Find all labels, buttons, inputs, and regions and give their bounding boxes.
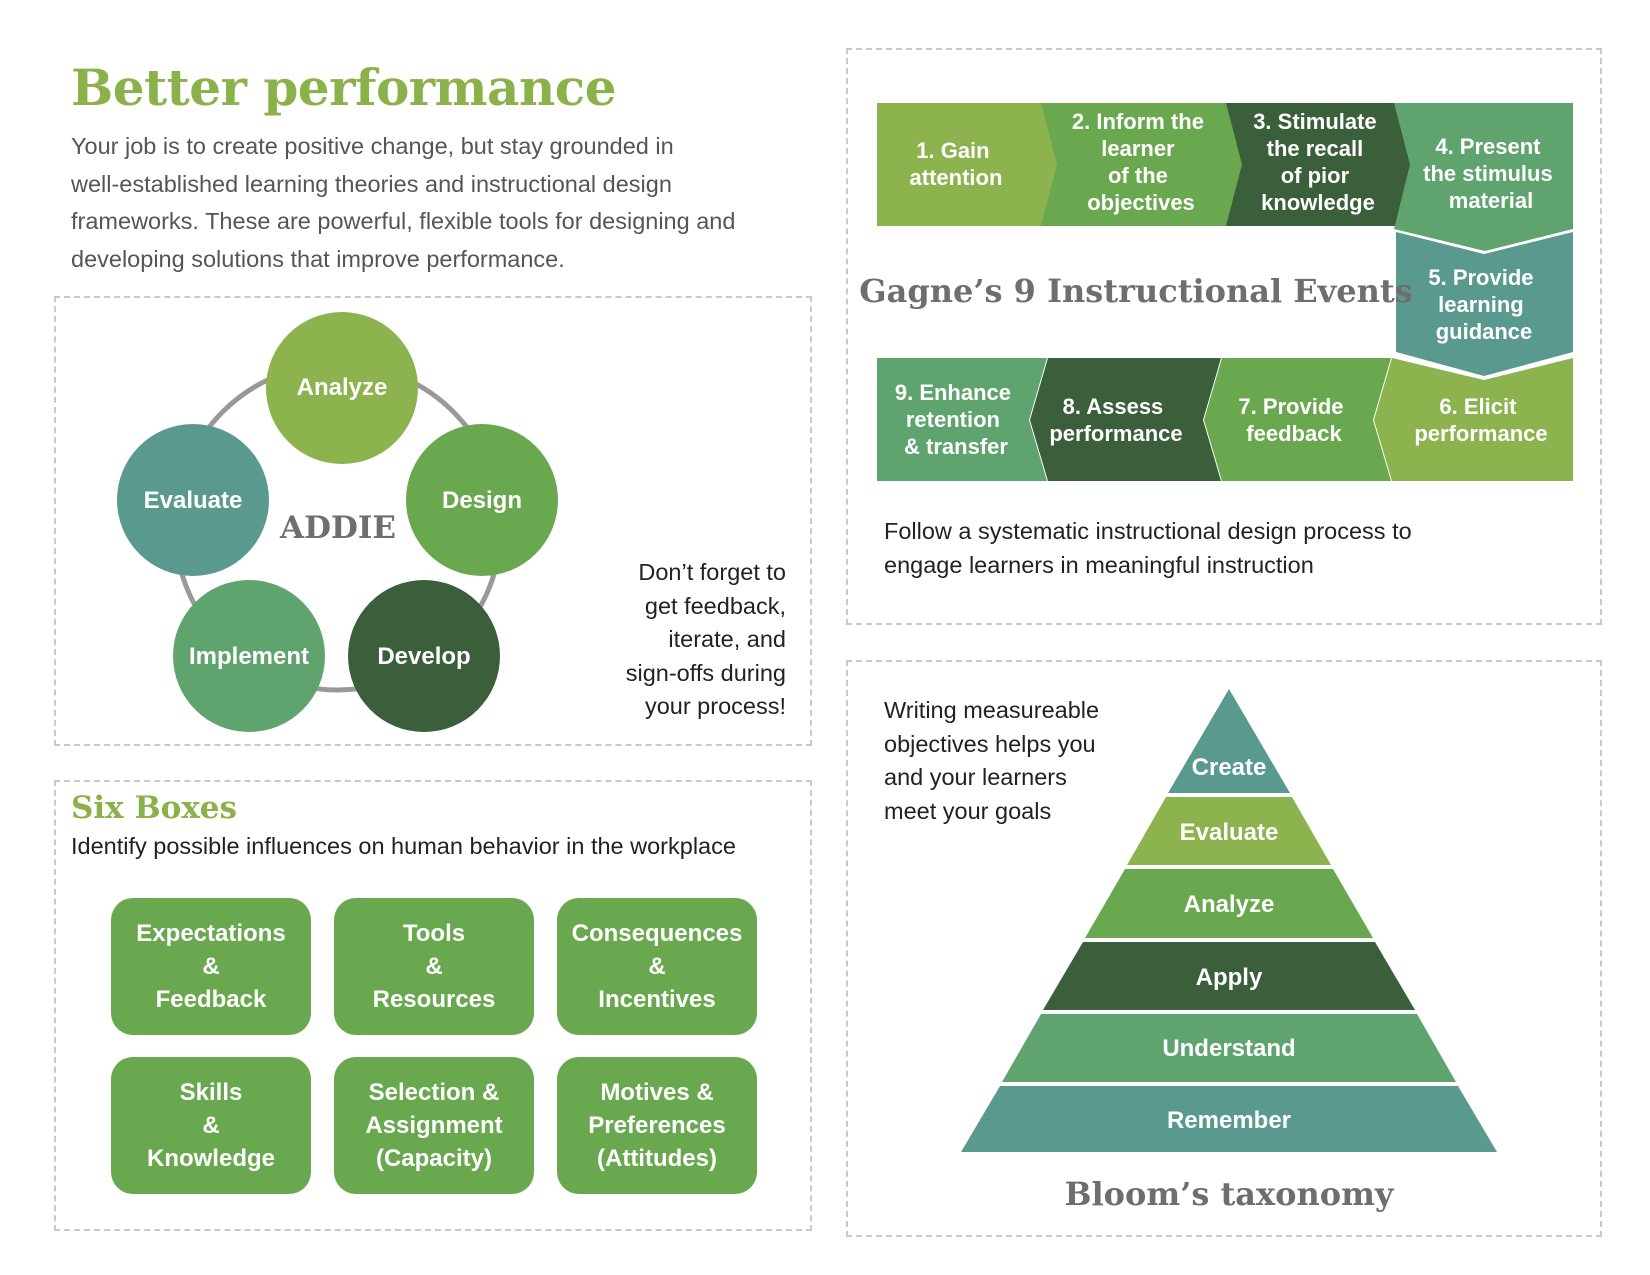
intro-line: Your job is to create positive change, b…: [71, 133, 674, 159]
bloom-level-remember: [961, 1086, 1497, 1152]
bloom-note-line: meet your goals: [884, 797, 1052, 824]
six-box-line: (Attitudes): [597, 1145, 717, 1172]
addie-center-label: ADDIE: [279, 510, 396, 546]
bloom-note-line: Writing measureable: [884, 697, 1100, 723]
gagne-event-1-arrow: [877, 103, 1058, 226]
bloom-note: Writing measureable objectives helps you…: [884, 694, 1099, 828]
bloom-level-create: [1168, 689, 1290, 793]
six-box-line: Preferences: [588, 1112, 726, 1139]
six-boxes-panel: [54, 780, 812, 1231]
gagne-panel: [846, 48, 1602, 625]
addie-note-line: get feedback,: [644, 592, 786, 619]
addie-phase-develop: [348, 580, 500, 732]
gagne-event-3-label: 3. Stimulate the recall of pior knowledg…: [1253, 109, 1383, 215]
page-title: Better performance: [71, 58, 617, 117]
addie-phase-implement: [173, 580, 325, 732]
six-box-line: Resources: [372, 986, 496, 1013]
gagne-event-5-arrow: [1396, 232, 1573, 376]
gagne-events-diagram: 1. Gain attention 2. Inform the learner …: [859, 103, 1573, 481]
addie-phase-evaluate-label: Evaluate: [144, 487, 243, 514]
gagne-caption-line: Follow a systematic instructional design…: [884, 518, 1412, 544]
intro-paragraph: Your job is to create positive change, b…: [71, 128, 811, 278]
addie-phase-develop-label: Develop: [377, 643, 470, 670]
addie-phase-design: [406, 424, 558, 576]
six-box-expectations-feedback: Expectations & Feedback: [111, 898, 311, 1035]
addie-note-line: sign-offs during: [625, 659, 786, 686]
gagne-event-8-label: 8. Assess performance: [1049, 394, 1182, 446]
addie-panel: [54, 296, 812, 746]
bloom-level-create-label: Create: [1192, 754, 1267, 781]
gagne-event-5-label: 5. Provide learning guidance: [1428, 265, 1539, 344]
bloom-panel: [846, 660, 1602, 1237]
gagne-event-4-arrow: [1394, 103, 1573, 251]
six-box-line: (Capacity): [375, 1145, 492, 1172]
six-box-skills-knowledge: Skills & Knowledge: [111, 1057, 311, 1194]
bloom-pyramid-diagram: Create Evaluate Analyze Apply Understand…: [961, 689, 1497, 1213]
addie-phase-evaluate: [117, 424, 269, 576]
six-box-line: Tools: [402, 920, 466, 947]
gagne-event-6-label: 6. Elicit performance: [1414, 394, 1547, 446]
six-box-line: &: [648, 953, 666, 980]
six-box-line: Selection &: [368, 1079, 500, 1106]
addie-note-line: Don’t forget to: [638, 559, 786, 585]
bloom-level-remember-label: Remember: [1167, 1107, 1291, 1134]
addie-phase-implement-label: Implement: [189, 643, 309, 670]
bloom-note-line: objectives helps you: [884, 730, 1096, 757]
bloom-level-apply-label: Apply: [1196, 964, 1263, 991]
addie-phase-analyze: [266, 312, 418, 464]
gagne-event-9-label: 9. Enhance retention & transfer: [895, 380, 1017, 459]
addie-cycle-diagram: ADDIE Analyze Design Develop Implement E…: [117, 312, 558, 732]
gagne-caption-line: engage learners in meaningful instructio…: [884, 551, 1314, 578]
gagne-event-2-arrow: [1041, 103, 1243, 226]
six-box-line: &: [202, 1112, 220, 1139]
bloom-level-evaluate-label: Evaluate: [1180, 819, 1279, 846]
six-box-line: Consequences: [571, 920, 743, 947]
six-box-motives-preferences: Motives & Preferences (Attitudes): [557, 1057, 757, 1194]
gagne-title: Gagne’s 9 Instructional Events: [859, 272, 1412, 310]
bloom-level-apply: [1043, 942, 1415, 1010]
six-box-line: Incentives: [598, 986, 716, 1013]
gagne-caption: Follow a systematic instructional design…: [884, 515, 1412, 582]
six-boxes-title: Six Boxes: [71, 790, 237, 826]
six-box-line: Assignment: [365, 1112, 503, 1139]
addie-note-line: your process!: [644, 693, 786, 719]
gagne-event-9-arrow: [877, 358, 1047, 481]
bloom-level-analyze: [1085, 869, 1373, 938]
addie-phase-design-label: Design: [442, 487, 522, 514]
six-box-line: Skills: [179, 1079, 243, 1106]
gagne-event-3-arrow: [1226, 103, 1411, 226]
gagne-event-2-label: 2. Inform the learner of the objectives: [1072, 109, 1210, 215]
gagne-event-7-label: 7. Provide feedback: [1238, 394, 1349, 446]
bloom-level-evaluate: [1127, 797, 1331, 865]
six-box-tools-resources: Tools & Resources: [334, 898, 534, 1035]
intro-line: developing solutions that improve perfor…: [71, 245, 565, 272]
six-boxes-subtitle: Identify possible influences on human be…: [71, 833, 736, 859]
bloom-level-understand: [1002, 1014, 1456, 1082]
six-box-line: &: [425, 953, 443, 980]
bloom-level-analyze-label: Analyze: [1184, 891, 1275, 918]
six-box-line: &: [202, 953, 220, 980]
gagne-event-4-label: 4. Present the stimulus material: [1423, 134, 1559, 213]
six-box-line: Expectations: [136, 920, 286, 947]
six-box-line: Knowledge: [146, 1145, 275, 1172]
addie-note: Don’t forget to get feedback, iterate, a…: [560, 556, 786, 724]
gagne-event-8-arrow: [1030, 358, 1221, 481]
bloom-level-understand-label: Understand: [1162, 1035, 1295, 1062]
gagne-event-6-arrow: [1374, 358, 1573, 481]
six-box-consequences-incentives: Consequences & Incentives: [557, 898, 757, 1035]
bloom-note-line: and your learners: [884, 764, 1067, 790]
addie-note-line: iterate, and: [668, 626, 786, 652]
addie-phase-analyze-label: Analyze: [297, 374, 388, 401]
six-box-line: Motives &: [600, 1079, 714, 1106]
six-box-selection-assignment: Selection & Assignment (Capacity): [334, 1057, 534, 1194]
bloom-title: Bloom’s taxonomy: [1064, 1175, 1394, 1213]
intro-line: well-established learning theories and i…: [71, 170, 672, 197]
gagne-event-1-label: 1. Gain attention: [910, 138, 1003, 190]
six-box-line: Feedback: [155, 986, 267, 1013]
gagne-event-7-arrow: [1204, 358, 1391, 481]
intro-line: frameworks. These are powerful, flexible…: [71, 208, 736, 234]
